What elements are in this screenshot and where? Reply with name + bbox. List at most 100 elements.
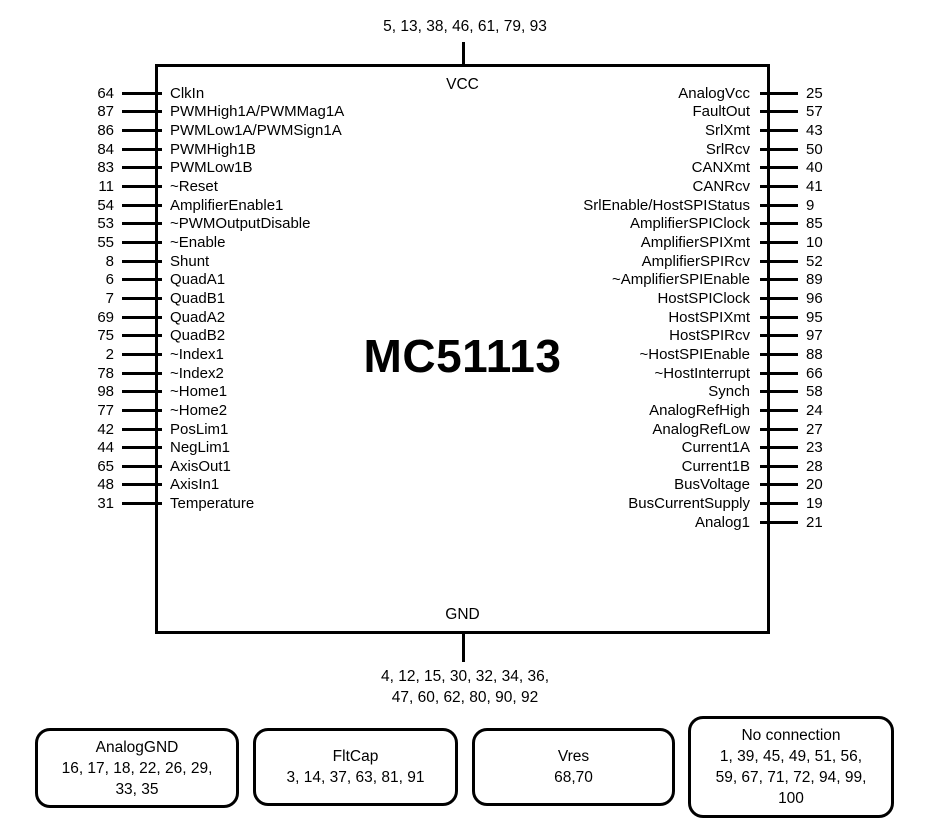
pin-number: 96	[806, 289, 823, 307]
pin-stub-line	[760, 427, 798, 431]
pin-stub-line	[760, 259, 798, 263]
gnd-pin-numbers-line2: 47, 60, 62, 80, 90, 92	[391, 689, 539, 706]
pin-number: 87	[97, 103, 114, 121]
pin-stub-line	[122, 371, 162, 375]
pin-label: QuadA2	[170, 308, 226, 326]
pin-row-right: AmplifierSPIXmt 10	[390, 233, 850, 252]
pin-number: 27	[806, 420, 823, 438]
pin-number: 9	[806, 196, 815, 214]
pin-label: ~PWMOutputDisable	[170, 215, 311, 233]
pin-number: 28	[806, 457, 823, 475]
pin-label: Synch	[708, 383, 750, 401]
pin-label: PWMLow1B	[170, 159, 253, 177]
pin-row-left: 83 PWMLow1B	[56, 159, 460, 178]
pin-stub-line	[760, 502, 798, 506]
pin-label: ClkIn	[170, 84, 205, 102]
pin-label: ~Index2	[170, 364, 224, 382]
vcc-pin-numbers: 5, 13, 38, 46, 61, 79, 93	[383, 18, 547, 35]
pin-stub-line	[122, 427, 162, 431]
pin-stub-line	[760, 278, 798, 282]
pin-stub-line	[760, 483, 798, 487]
pin-label: HostSPIXmt	[668, 308, 750, 326]
pin-number: 97	[806, 327, 823, 345]
pin-number: 11	[98, 178, 114, 196]
pin-group-numbers: 16, 17, 18, 22, 26, 29,	[61, 759, 213, 777]
pin-label: PosLim1	[170, 420, 229, 438]
pin-number: 66	[806, 364, 823, 382]
pin-row-right: SrlEnable/HostSPIStatus 9	[390, 196, 850, 215]
pin-row-right: CANXmt 40	[390, 159, 850, 178]
pin-number: 40	[806, 159, 823, 177]
pin-stub-line	[760, 110, 798, 114]
pin-stub-line	[760, 147, 798, 151]
pin-stub-line	[760, 352, 798, 356]
pin-row-left: 11~Reset	[56, 177, 460, 196]
pin-group-numbers: 3, 14, 37, 63, 81, 91	[286, 769, 425, 786]
pin-number: 98	[97, 383, 114, 401]
pin-number: 41	[806, 178, 823, 196]
pin-number: 86	[97, 122, 114, 140]
pin-stub-line	[760, 129, 798, 133]
pin-label: CANRcv	[692, 178, 750, 196]
pin-number: 53	[97, 215, 114, 233]
pin-stub-line	[122, 259, 162, 263]
pin-label: Current1A	[681, 439, 750, 457]
pin-stub-line	[760, 203, 798, 207]
pin-label: SrlEnable/HostSPIStatus	[583, 196, 750, 214]
pin-label: ~HostSPIEnable	[639, 345, 751, 363]
pin-stub-line	[122, 241, 162, 244]
pin-label: Shunt	[170, 252, 210, 270]
pin-number: 58	[806, 383, 823, 401]
pin-number: 2	[105, 345, 114, 363]
pin-row-right: Synch 58	[390, 382, 850, 401]
pin-group-title: No connection	[741, 727, 841, 744]
pin-stub-line	[122, 502, 162, 506]
pin-label: BusCurrentSupply	[628, 495, 750, 513]
pin-label: QuadB2	[170, 327, 226, 345]
pin-group-title: Vres	[557, 748, 590, 765]
pin-label: CANXmt	[691, 159, 750, 177]
pin-label: AmplifierSPIXmt	[640, 234, 750, 251]
pin-stub-line	[122, 203, 162, 207]
pin-label: ~Home2	[170, 401, 228, 419]
pin-stub-line	[122, 296, 162, 300]
pin-number: 64	[97, 84, 114, 102]
pin-row-right: AnalogRefLow 27	[390, 420, 850, 439]
pin-number: 89	[806, 271, 823, 289]
pin-group-numbers: 59, 67, 71, 72, 94, 99,	[715, 769, 867, 786]
pin-number: 42	[97, 420, 114, 438]
pin-number: 20	[806, 476, 823, 494]
pin-stub-line	[760, 464, 798, 468]
pin-label: ~Index1	[170, 345, 224, 363]
pin-number: 10	[806, 234, 823, 251]
pin-row-left: 77 ~Home2	[56, 401, 460, 420]
pin-stub-line	[760, 222, 798, 226]
pin-label: FaultOut	[692, 103, 750, 121]
pin-label: AnalogRefLow	[652, 420, 750, 438]
pin-stub-line	[760, 446, 798, 450]
pin-stub-line	[122, 464, 162, 468]
pin-number: 44	[97, 439, 114, 457]
pin-stub-line	[122, 315, 162, 319]
pin-stub-line	[122, 446, 162, 450]
pin-number: 77	[97, 401, 114, 419]
pin-label: AxisIn1	[170, 476, 220, 494]
pin-number: 83	[97, 159, 114, 177]
pin-number: 54	[97, 196, 114, 214]
